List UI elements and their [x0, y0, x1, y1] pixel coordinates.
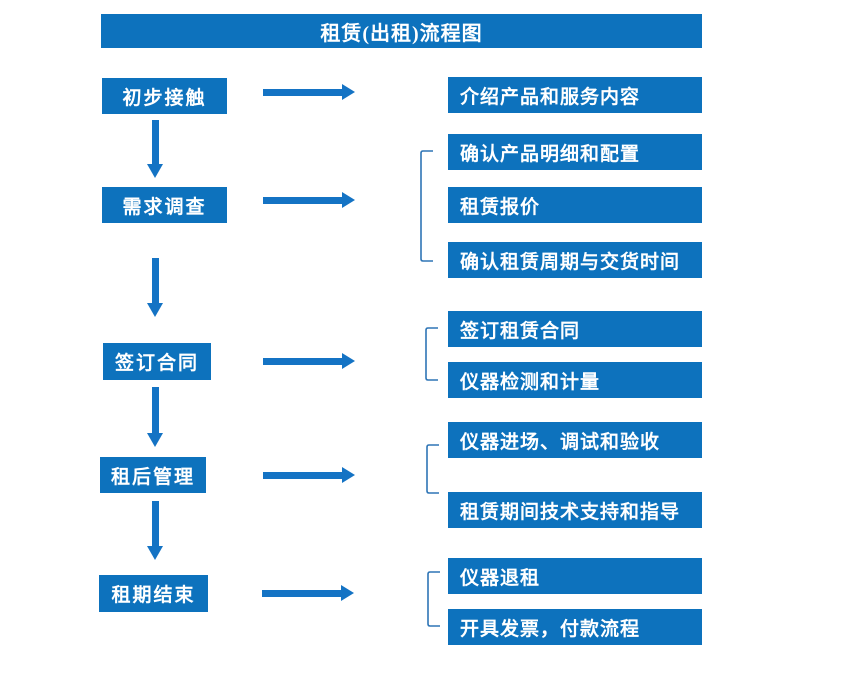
arrow-shaft [263, 358, 342, 365]
down-arrow-4 [147, 501, 164, 560]
detail-box-confirm-product-details: 确认产品明细和配置 [448, 134, 702, 170]
arrow-head-icon [342, 353, 355, 369]
flowchart-title: 租赁(出租)流程图 [101, 14, 702, 48]
detail-box-instrument-return: 仪器退租 [448, 558, 702, 594]
detail-box-tech-support: 租赁期间技术支持和指导 [448, 492, 702, 528]
step-box-demand-survey: 需求调查 [102, 187, 227, 223]
right-arrow-3 [263, 353, 355, 370]
arrow-shaft [263, 197, 342, 204]
detail-box-instrument-testing: 仪器检测和计量 [448, 362, 702, 398]
step-box-initial-contact: 初步接触 [102, 78, 227, 114]
arrow-shaft [152, 387, 159, 433]
arrow-head-icon [341, 585, 354, 601]
right-arrow-5 [262, 585, 354, 602]
arrow-shaft [263, 89, 342, 96]
arrow-shaft [152, 258, 159, 303]
arrow-shaft [263, 472, 342, 479]
right-arrow-1 [263, 84, 355, 101]
detail-box-introduce-products: 介绍产品和服务内容 [448, 77, 702, 113]
arrow-head-icon [147, 433, 163, 447]
arrow-head-icon [342, 192, 355, 208]
arrow-shaft [152, 501, 159, 546]
detail-box-sign-rental-contract: 签订租赁合同 [448, 311, 702, 347]
down-arrow-1 [147, 120, 164, 178]
bracket-group-sign-contract [425, 327, 438, 381]
down-arrow-2 [147, 258, 164, 317]
step-box-rental-end: 租期结束 [99, 575, 208, 612]
detail-box-instrument-setup: 仪器进场、调试和验收 [448, 422, 702, 458]
detail-box-confirm-rental-period: 确认租赁周期与交货时间 [448, 242, 702, 278]
detail-box-rental-quote: 租赁报价 [448, 187, 702, 223]
arrow-head-icon [147, 164, 163, 178]
detail-box-invoice-payment: 开具发票，付款流程 [448, 609, 702, 645]
arrow-head-icon [342, 84, 355, 100]
arrow-head-icon [147, 303, 163, 317]
step-box-sign-contract: 签订合同 [103, 343, 211, 380]
bracket-group-demand-survey [420, 150, 433, 262]
arrow-shaft [152, 120, 159, 164]
arrow-head-icon [147, 546, 163, 560]
bracket-group-post-rental [426, 444, 439, 494]
bracket-group-rental-end [427, 571, 440, 627]
arrow-head-icon [342, 467, 355, 483]
step-box-post-rental-management: 租后管理 [100, 457, 206, 493]
arrow-shaft [262, 590, 341, 597]
down-arrow-3 [147, 387, 164, 447]
right-arrow-2 [263, 192, 355, 209]
right-arrow-4 [263, 467, 355, 484]
